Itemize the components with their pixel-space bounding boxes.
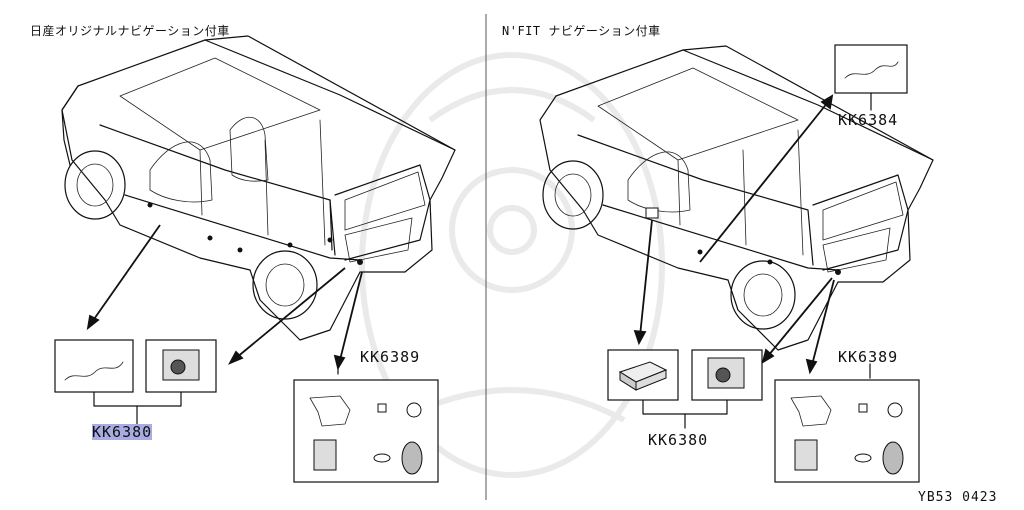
right-panel-heading: N'FIT ナビゲーション付車 xyxy=(502,24,661,38)
cable-icon xyxy=(64,361,124,381)
right-kit-parts-label: KK6389 xyxy=(838,348,899,366)
left-panel-heading: 日産オリジナルナビゲーション付車 xyxy=(30,24,230,38)
left-arrows xyxy=(86,224,363,371)
cable-icon-right xyxy=(844,61,899,79)
right-arrows xyxy=(633,94,835,375)
right-parts-icons xyxy=(790,395,904,475)
left-kit-parts-label: KK6389 xyxy=(360,348,421,366)
left-kit-main-label: KK6380 xyxy=(92,423,153,441)
left-van-illustration xyxy=(61,35,456,341)
footer-code: YB53 0423 xyxy=(918,490,998,505)
adapter-unit-icon-right xyxy=(707,357,745,389)
adapter-unit-icon xyxy=(162,349,200,381)
right-van-illustration xyxy=(539,45,934,351)
nav-unit-icon xyxy=(618,361,668,391)
left-cable-box xyxy=(54,339,134,393)
right-kit-cable-label: KK6384 xyxy=(838,111,899,129)
right-kit-main-label: KK6380 xyxy=(648,431,709,449)
left-parts-icons xyxy=(309,395,423,475)
right-cable-box xyxy=(834,44,908,94)
